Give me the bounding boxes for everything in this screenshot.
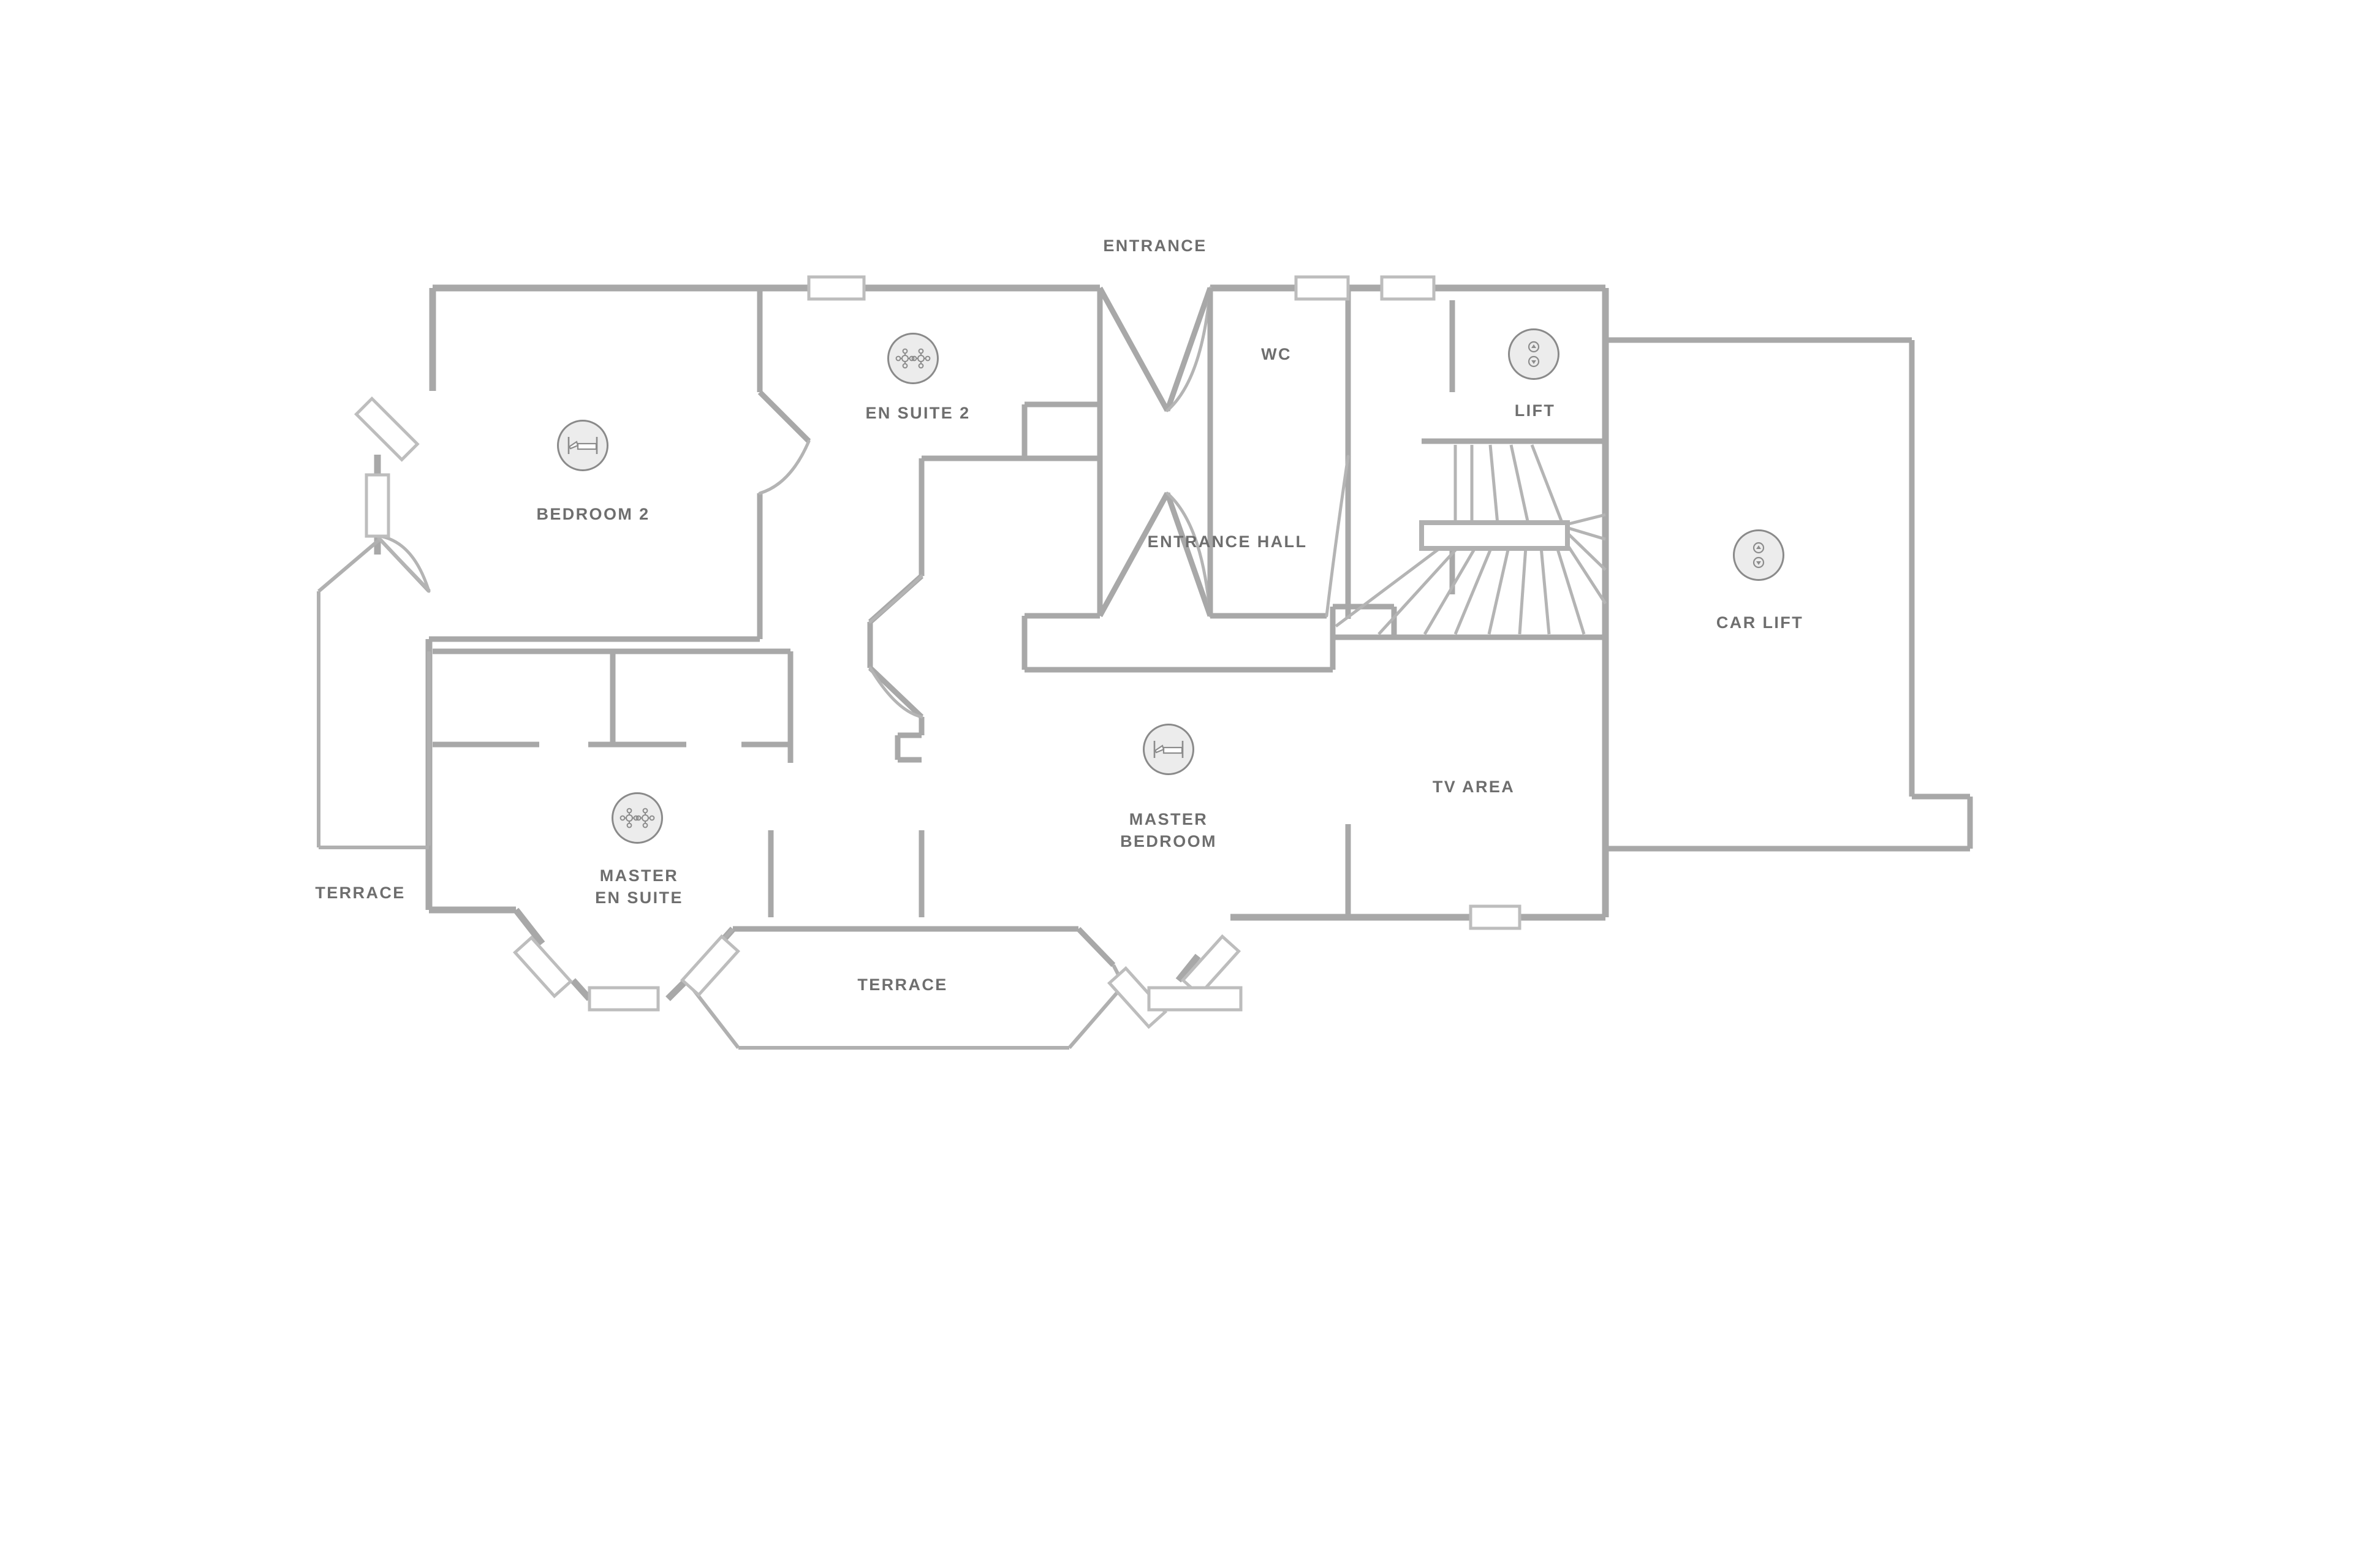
wc-walls — [1207, 288, 1351, 619]
car-lift-icon — [1733, 529, 1784, 581]
room-label-car-lift: CAR LIFT — [1716, 613, 1804, 632]
shower-glyph — [620, 808, 655, 828]
car-lift-walls — [1605, 337, 1973, 852]
window — [354, 396, 420, 462]
room-label-entrance: ENTRANCE — [1103, 237, 1207, 255]
bed-glyph — [567, 437, 598, 454]
bed-icon — [557, 420, 608, 471]
lift-glyph — [1528, 341, 1540, 368]
entrance-hall-walls — [1021, 613, 1336, 673]
room-label-tv-area: TV AREA — [1432, 778, 1515, 796]
bed-icon — [1143, 724, 1194, 775]
bed-glyph — [1153, 741, 1184, 758]
room-label-entrance-hall: ENTRANCE HALL — [1147, 532, 1308, 551]
en-suite-2-walls — [757, 285, 1100, 763]
window — [680, 934, 741, 998]
shower-icon — [612, 792, 663, 844]
entrance-notch-walls — [1097, 286, 1213, 618]
window — [365, 473, 390, 538]
lift-icon — [1508, 328, 1559, 380]
window — [588, 986, 660, 1012]
room-label-master-bedroom: MASTER BEDROOM — [1120, 810, 1217, 850]
window — [1294, 275, 1350, 301]
shower-glyph — [895, 348, 931, 369]
room-label-wc: WC — [1261, 345, 1292, 363]
exterior-walls — [374, 284, 1609, 1050]
dressing-room-walls — [433, 648, 794, 763]
window — [1107, 966, 1168, 1029]
window — [1147, 986, 1243, 1012]
window — [807, 275, 866, 301]
master-bedroom-walls — [768, 824, 1351, 917]
shower-icon — [887, 333, 939, 384]
room-label-lift: LIFT — [1514, 401, 1556, 420]
lift-and-stairs — [1330, 300, 1607, 640]
stair-landing — [1419, 520, 1570, 551]
room-label-terrace-left: TERRACE — [315, 884, 406, 902]
window — [1469, 904, 1521, 930]
terrace-left-outline — [317, 534, 431, 849]
window — [1380, 275, 1436, 301]
stair-treads — [1335, 444, 1607, 635]
room-label-terrace-bottom: TERRACE — [857, 975, 948, 994]
room-label-bedroom-2: BEDROOM 2 — [536, 505, 650, 523]
room-label-master-en-suite: MASTER EN SUITE — [595, 866, 683, 907]
window — [512, 935, 574, 999]
windows — [354, 275, 1521, 1029]
lift-glyph — [1752, 542, 1765, 569]
room-label-en-suite-2: EN SUITE 2 — [865, 404, 971, 422]
bedroom-2-walls — [429, 288, 811, 642]
